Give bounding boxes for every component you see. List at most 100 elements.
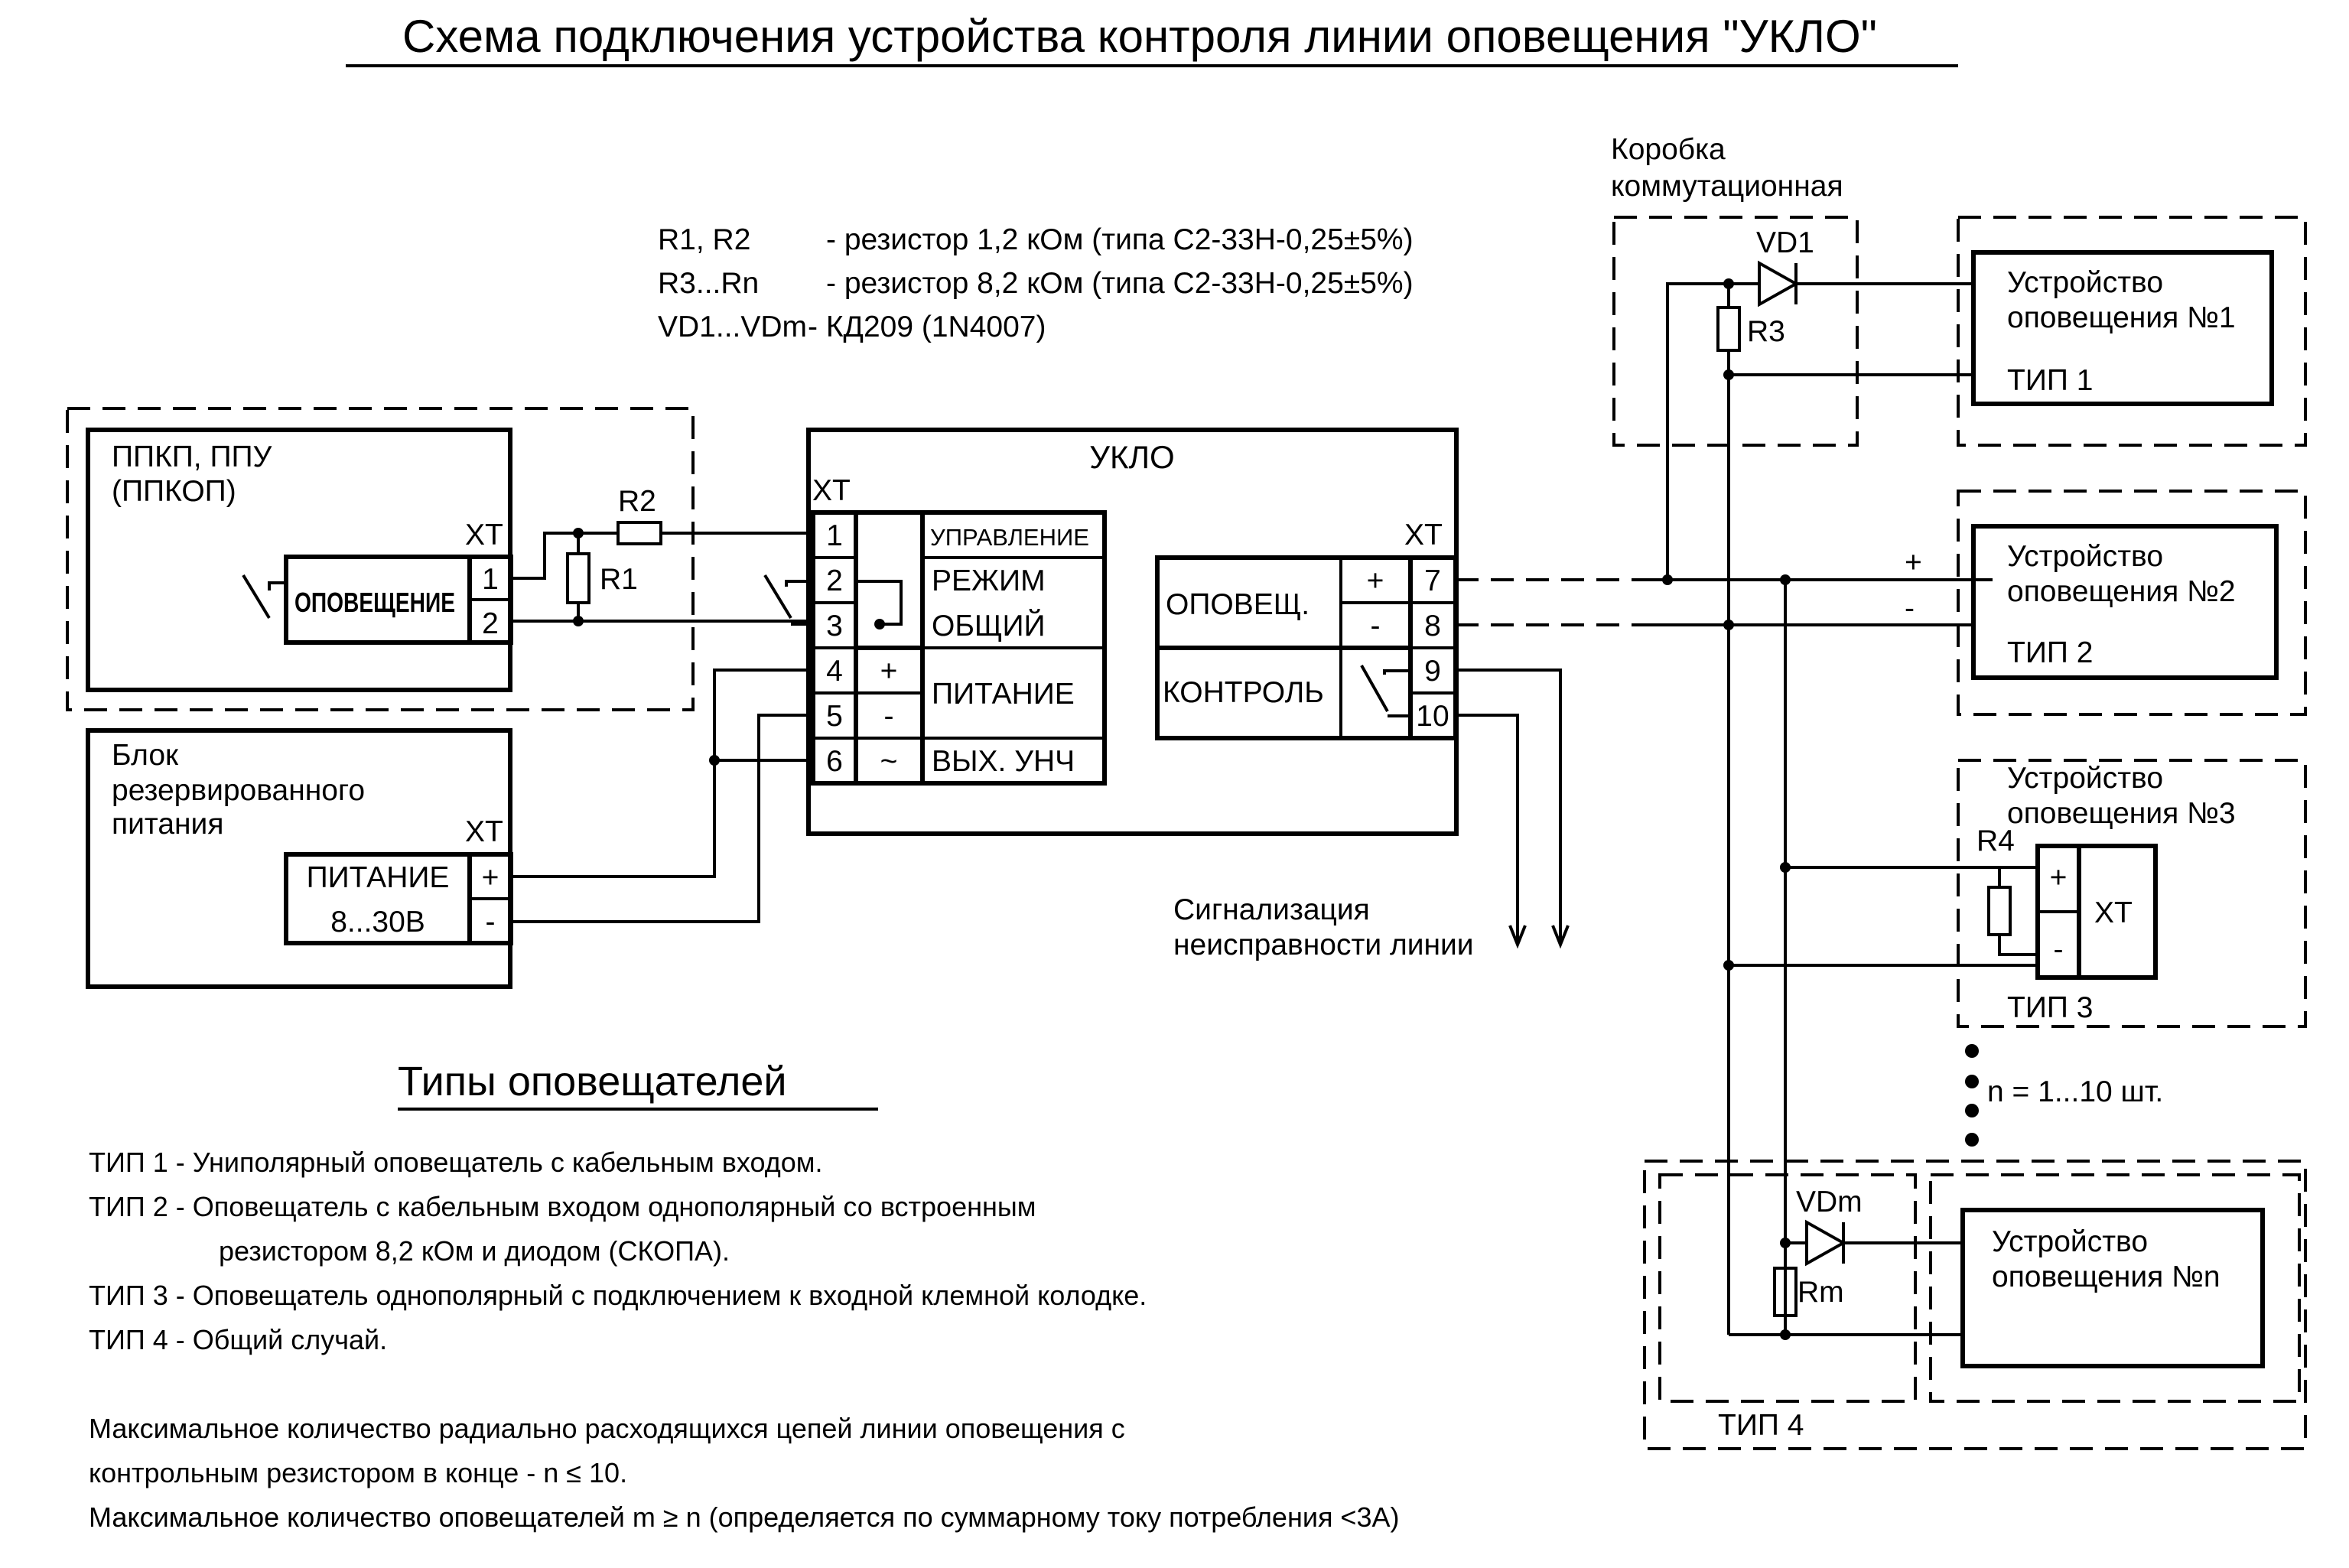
uklo-xt-right: XT [1404,519,1443,551]
type-3-desc: ТИП 3 - Оповещатель однополярный с подкл… [89,1280,1147,1311]
psu-voltage-label: 8...30В [330,906,425,939]
resistor-r2 [617,521,662,545]
device-n-outer-dashed [1643,1160,2307,1450]
uklo-label-opov: ОПОВЕЩ. [1166,588,1310,621]
diode-vd1-label: VD1 [1756,226,1814,259]
fault-signal-wires: Сигнализация неисправности линии [1173,669,1570,961]
node-plus-riser [1662,574,1673,585]
uklo-pin-6: 6 [826,745,843,778]
ppkp-name: ППКП, ППУ [112,441,272,473]
resistor-r3-label: R3 [1747,315,1785,348]
wire-fault-9 [1456,669,1562,945]
type-2-desc-1: ТИП 2 - Оповещатель с кабельным входом о… [89,1191,1036,1222]
junction-box-label-1: Коробка [1611,133,1726,166]
wire-psu-minus-to-uklo5 [511,714,813,923]
type-1-desc: ТИП 1 - Униполярный оповещатель с кабель… [89,1147,823,1178]
uklo-power-pol-dividers [856,691,922,740]
resistor-r1-label: R1 [600,563,638,596]
diagram-title: Схема подключения устройства контроля ли… [402,11,1877,62]
resistor-r4 [1987,886,2012,936]
device-2-group: Устройство оповещения №2 ТИП 2 + - [1905,490,2307,716]
device-2-type: ТИП 2 [2007,636,2093,669]
types-section: Типы оповещателей ТИП 1 - Униполярный оп… [89,1059,1147,1355]
note-3: Максимальное количество оповещателей m ≥… [89,1501,1399,1533]
note-1: Максимальное количество радиально расход… [89,1413,1125,1444]
wire-plus-riser [1666,282,1759,580]
uklo-pin-4: 4 [826,655,843,688]
uklo-frame [806,428,1459,836]
uklo-label-pitanie: ПИТАНИЕ [932,678,1075,711]
wire-psu-plus-to-uklo4 [511,669,813,878]
device-2-plus: + [1905,546,1922,579]
device-n-left-dashed [1658,1173,1917,1403]
arrow-fault-9 [1551,925,1570,949]
fault-signal-label-2: неисправности линии [1173,929,1474,961]
node-dev3-minus [1723,960,1734,971]
device-3-dashed-frame [1957,759,2307,1028]
uklo-pin-7: 7 [1424,564,1441,597]
uklo-pol-5: - [884,700,894,733]
device-n-label-1: Устройство [1992,1225,2148,1258]
node-r1-bottom [573,616,584,626]
uklo-label-vyh-unch: ВЫХ. УНЧ [932,745,1075,778]
uklo-pol-4: + [880,655,898,688]
resistor-r2-label: R2 [618,485,656,518]
dot-3 [1965,1104,1979,1117]
node-r3-top [1723,278,1734,289]
uklo-label-kontrol: КОНТРОЛЬ [1163,676,1324,709]
device-1-dashed-frame [1957,216,2307,447]
uklo-input-relay-symbol [763,574,813,626]
uklo-pin-3: 3 [826,610,843,642]
ppkp-pin-2: 2 [482,607,499,640]
resistor-rm-label: Rm [1798,1276,1844,1309]
resistor-r3 [1716,306,1741,352]
uklo-label-dividers [922,556,1105,740]
node-vdm [1780,1238,1791,1248]
device-2-box [1971,524,2279,680]
junction-box-frame [1612,216,1859,447]
arrow-fault-10 [1508,925,1527,949]
dot-4 [1965,1133,1979,1147]
wire-r3-bottom [1727,350,1973,376]
wires-left [511,528,813,923]
uklo-label-upravlenie: УПРАВЛЕНИЕ [930,524,1089,551]
device-3-type: ТИП 3 [2007,991,2093,1024]
device-n-label-2: оповещения №n [1992,1261,2220,1293]
device-1-label-2: оповещения №1 [2007,301,2236,334]
fault-signal-label-1: Сигнализация [1173,893,1370,926]
junction-box: Коробка коммутационная VD1 R3 [1611,133,1859,447]
junction-box-label-2: коммутационная [1611,170,1843,203]
node-minus-8 [1723,620,1734,630]
device-3-plus: + [2050,861,2068,894]
note-2: контрольным резистором в конце - n ≤ 10. [89,1457,627,1488]
notes-section: Максимальное количество радиально расход… [89,1413,1399,1533]
uklo-xt-left: XT [812,474,851,507]
legend-r3rn-ref: R3...Rn [658,267,759,300]
resistor-r1 [566,552,591,604]
uklo-pol-6: ~ [880,745,898,778]
psu-plus: + [482,861,499,894]
device-3-label-1: Устройство [2007,762,2163,795]
psu-minus: - [486,906,496,939]
ppkp-name-sub: (ППКОП) [112,475,236,508]
resistor-r4-label: R4 [1976,825,2015,857]
uklo-jumper-wire [856,580,903,626]
ppkp-pin-1: 1 [482,563,499,596]
device-n-right-dashed [1929,1173,2301,1403]
diode-vdm-label: VDm [1796,1186,1863,1218]
legend-vd-desc: - КД209 (1N4007) [808,311,1046,343]
ppkp-opov-label: ОПОВЕЩЕНИЕ [294,587,455,618]
uklo-pol-8: - [1371,610,1381,642]
device-n-type: ТИП 4 [1718,1409,1804,1442]
legend-r1r2-ref: R1, R2 [658,223,750,256]
legend-r1r2-desc: - резистор 1,2 кОм (типа С2-33Н-0,25±5%) [826,223,1414,256]
psu-name-3: питания [112,808,223,841]
legend-r3rn-desc: - резистор 8,2 кОм (типа С2-33Н-0,25±5%) [826,267,1414,300]
device-2-minus: - [1905,592,1915,625]
ppkp-dashed-frame [66,407,695,711]
device-3-group: Устройство оповещения №3 ТИП 3 + - XT R4 [1723,759,2307,1028]
uklo-jumper-node [874,619,885,629]
uklo-pol-7: + [1367,564,1384,597]
device-n-box [1960,1208,2265,1368]
